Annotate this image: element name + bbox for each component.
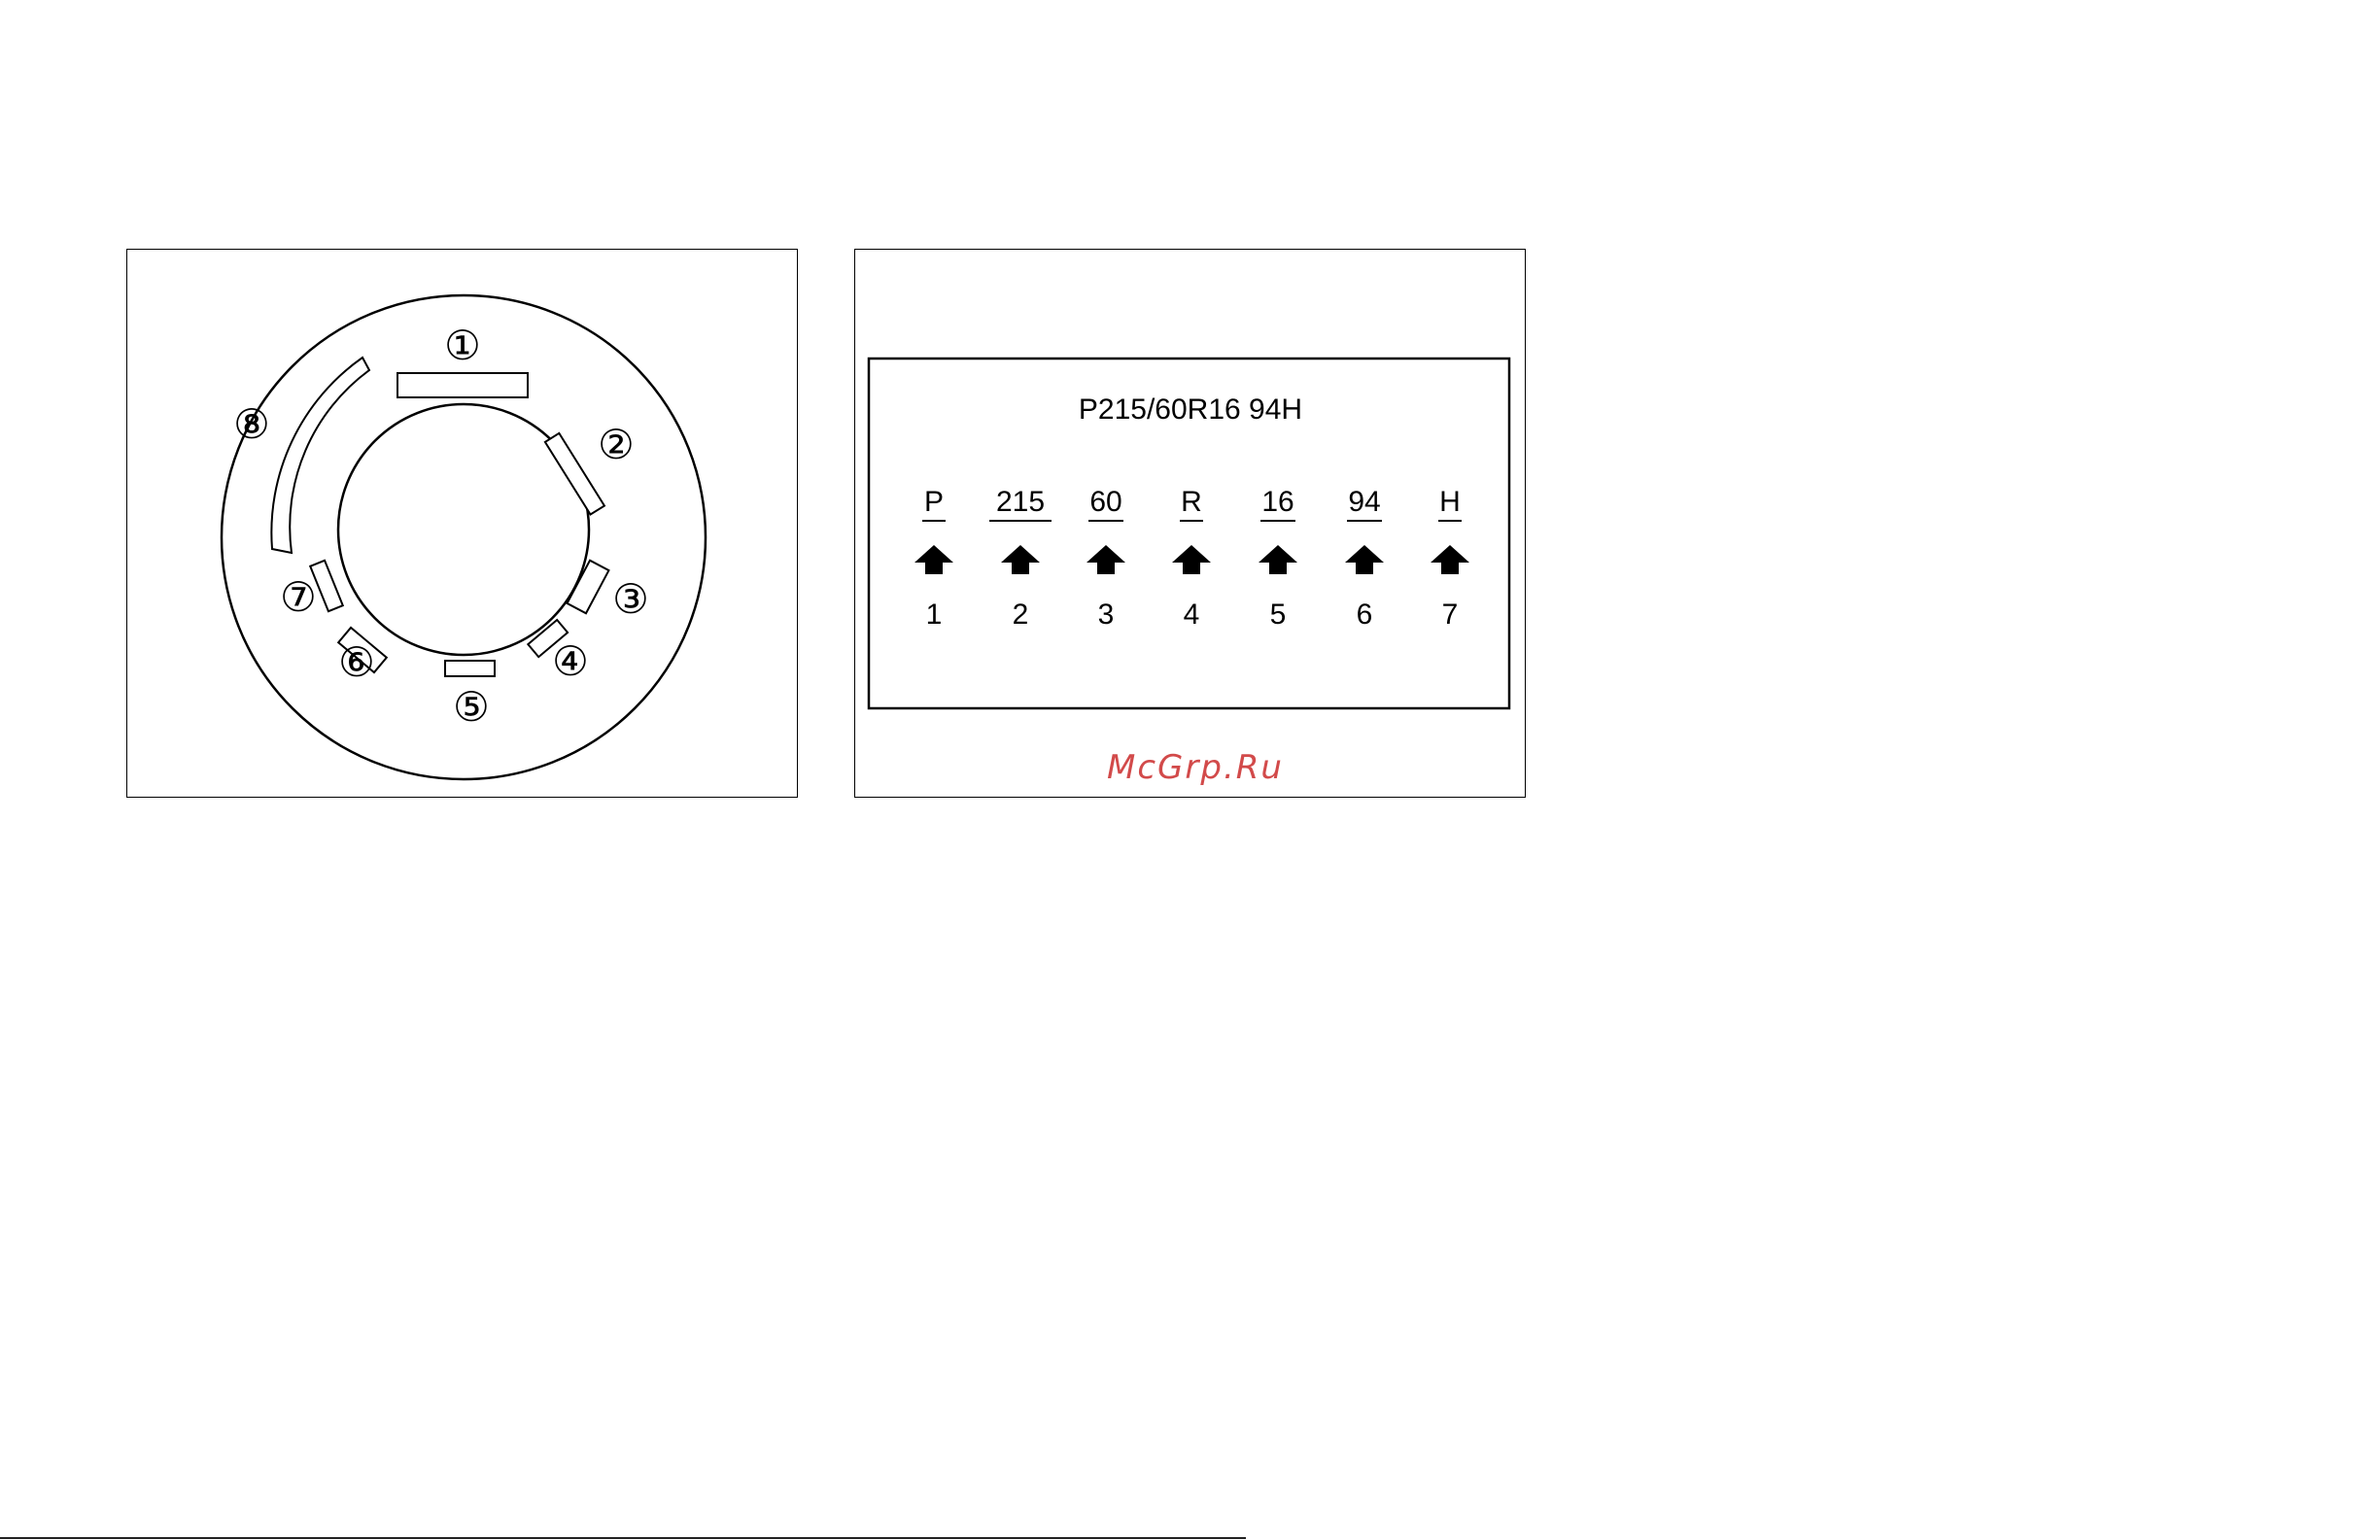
segment-number: 5 (1270, 599, 1287, 631)
segment-number: 6 (1357, 599, 1373, 631)
up-arrow-icon (1345, 545, 1384, 574)
region-3-marker (568, 561, 609, 613)
sidewall-diagram: ① ② ③ ④ ⑤ ⑥ ⑦ ⑧ (127, 250, 799, 799)
callout-2: ② (598, 422, 635, 467)
callout-4: ④ (552, 638, 589, 684)
up-arrow-icon (914, 545, 953, 574)
tire-size-diagram: P215/60R16 94H P 1 215 2 60 3 R 4 16 (855, 250, 1527, 799)
segment-number: 1 (926, 599, 943, 631)
segment-1: P 1 (914, 486, 953, 631)
tire-size-panel: P215/60R16 94H P 1 215 2 60 3 R 4 16 (854, 249, 1526, 798)
callout-1: ① (444, 323, 481, 368)
region-2-marker (545, 433, 604, 515)
segment-5: 16 5 (1259, 486, 1297, 631)
tire-size-code: P215/60R16 94H (1079, 394, 1302, 426)
segment-number: 4 (1184, 599, 1200, 631)
segment-7: H 7 (1431, 486, 1469, 631)
up-arrow-icon (1172, 545, 1211, 574)
segment-label: 215 (996, 486, 1045, 518)
watermark: McGrp.Ru (1098, 748, 1293, 787)
region-8-marker (271, 358, 369, 553)
segment-label: P (924, 486, 944, 518)
sidewall-diagram-panel: ① ② ③ ④ ⑤ ⑥ ⑦ ⑧ (126, 249, 798, 798)
segment-label: 60 (1089, 486, 1121, 518)
callout-6: ⑥ (338, 639, 375, 685)
up-arrow-icon (1259, 545, 1297, 574)
segment-label: 94 (1348, 486, 1380, 518)
segment-2: 215 2 (989, 486, 1052, 631)
callout-7: ⑦ (280, 574, 317, 620)
region-5-marker (445, 661, 495, 676)
segment-number: 2 (1013, 599, 1029, 631)
segment-6: 94 6 (1345, 486, 1384, 631)
segment-number: 7 (1442, 599, 1459, 631)
segment-3: 60 3 (1087, 486, 1125, 631)
segment-label: H (1439, 486, 1461, 518)
callout-5: ⑤ (453, 684, 490, 730)
segment-label: R (1181, 486, 1202, 518)
callout-3: ③ (612, 576, 649, 622)
segment-number: 3 (1098, 599, 1115, 631)
segment-label: 16 (1261, 486, 1293, 518)
page-bottom-rule (0, 1537, 1246, 1539)
up-arrow-icon (1087, 545, 1125, 574)
region-1-marker (397, 373, 528, 397)
up-arrow-icon (1431, 545, 1469, 574)
segment-4: R 4 (1172, 486, 1211, 631)
up-arrow-icon (1001, 545, 1040, 574)
callout-8: ⑧ (233, 401, 270, 447)
